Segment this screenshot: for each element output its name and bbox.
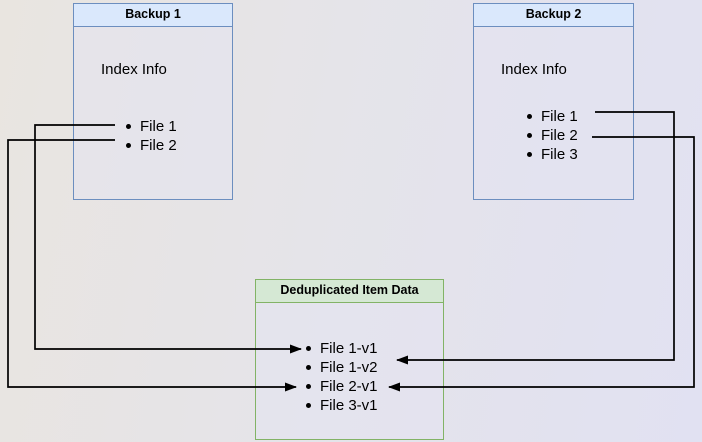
list-item: File 2-v1 [306, 377, 378, 396]
list-item: File 1 [527, 107, 578, 126]
list-item: File 2 [527, 126, 578, 145]
list-item: File 1-v1 [306, 339, 378, 358]
list-item: File 1-v2 [306, 358, 378, 377]
backup1-box: Backup 1 Index Info File 1 File 2 [73, 3, 233, 200]
list-item: File 1 [126, 117, 177, 136]
backup2-title: Backup 2 [474, 4, 633, 27]
dedup-title: Deduplicated Item Data [256, 280, 443, 303]
dedup-file-list: File 1-v1 File 1-v2 File 2-v1 File 3-v1 [306, 339, 378, 415]
list-item: File 3 [527, 145, 578, 164]
backup2-file-list: File 1 File 2 File 3 [527, 107, 578, 164]
list-item: File 2 [126, 136, 177, 155]
list-item: File 3-v1 [306, 396, 378, 415]
backup1-file-list: File 1 File 2 [126, 117, 177, 155]
backup2-box: Backup 2 Index Info File 1 File 2 File 3 [473, 3, 634, 200]
backup1-title: Backup 1 [74, 4, 232, 27]
backup2-index-info-label: Index Info [501, 61, 567, 78]
backup1-index-info-label: Index Info [101, 61, 167, 78]
dedup-box: Deduplicated Item Data File 1-v1 File 1-… [255, 279, 444, 440]
